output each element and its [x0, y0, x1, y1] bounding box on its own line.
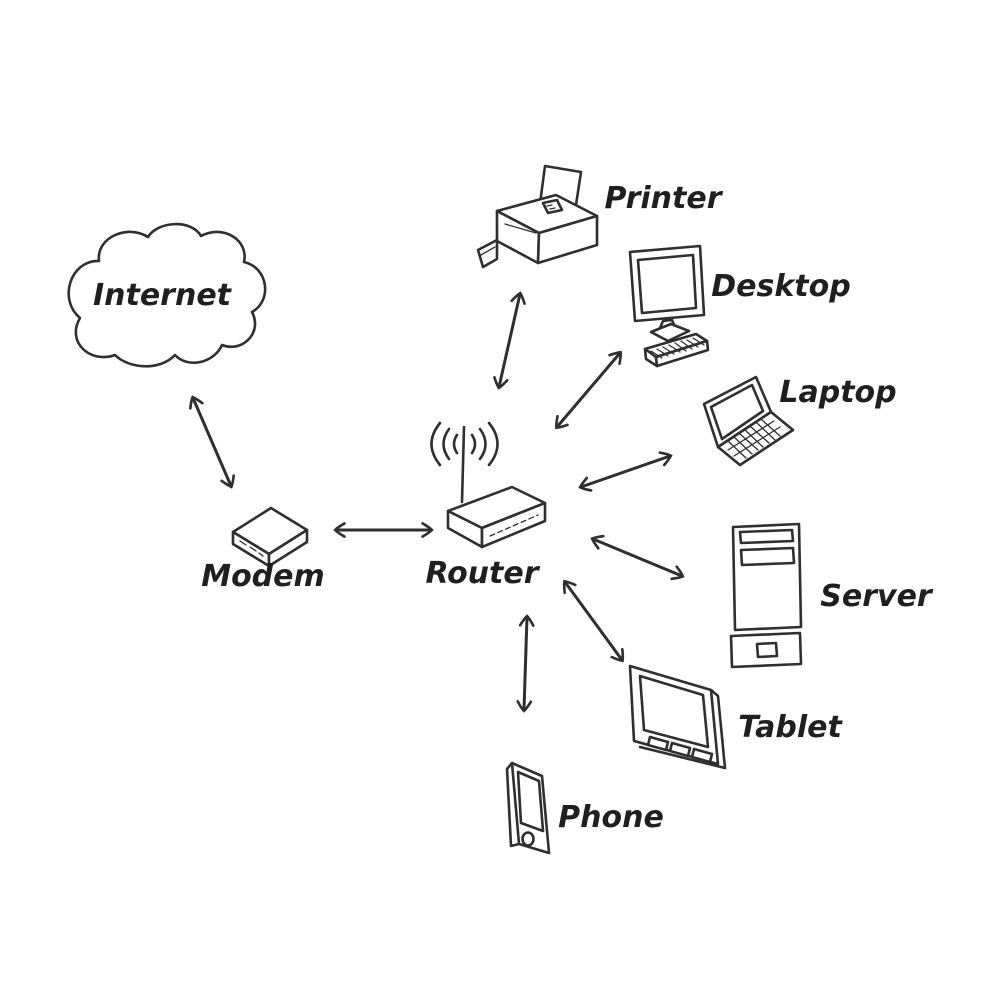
arrow-router-phone: [516, 614, 535, 713]
phone-label: Phone: [558, 800, 664, 835]
desktop-label: Desktop: [711, 269, 850, 304]
arrow-internet-modem: [189, 395, 235, 489]
laptop-label: Laptop: [779, 375, 896, 410]
modem-icon: [231, 506, 309, 568]
router-label: Router: [425, 556, 540, 591]
arrow-router-laptop: [578, 451, 673, 492]
laptop-icon: [702, 375, 795, 467]
arrow-router-tablet: [562, 579, 625, 663]
router-antenna: [460, 425, 466, 504]
arrow-router-printer: [493, 291, 526, 390]
arrow-router-server: [590, 534, 685, 581]
desktop-icon: [628, 244, 710, 368]
printer-label: Printer: [605, 181, 724, 216]
laptop-keyboard-grid: [727, 419, 781, 459]
tablet-buttons: [646, 735, 714, 764]
phone-icon: [505, 761, 551, 855]
server-label: Server: [820, 579, 934, 614]
connection-arrows: [189, 291, 685, 713]
modem-label: Modem: [201, 559, 325, 594]
wifi-waves-icon: [430, 421, 499, 467]
printer-icon: [476, 164, 599, 269]
internet-label: Internet: [93, 278, 233, 313]
tablet-label: Tablet: [738, 710, 843, 745]
arrow-router-desktop: [555, 350, 622, 430]
server-icon: [729, 522, 803, 669]
phone-home-button: [521, 831, 535, 847]
internet-cloud-icon: [67, 222, 267, 368]
router-icon: [430, 421, 547, 549]
tablet-icon: [628, 664, 727, 770]
keyboard-keys: [650, 337, 705, 359]
